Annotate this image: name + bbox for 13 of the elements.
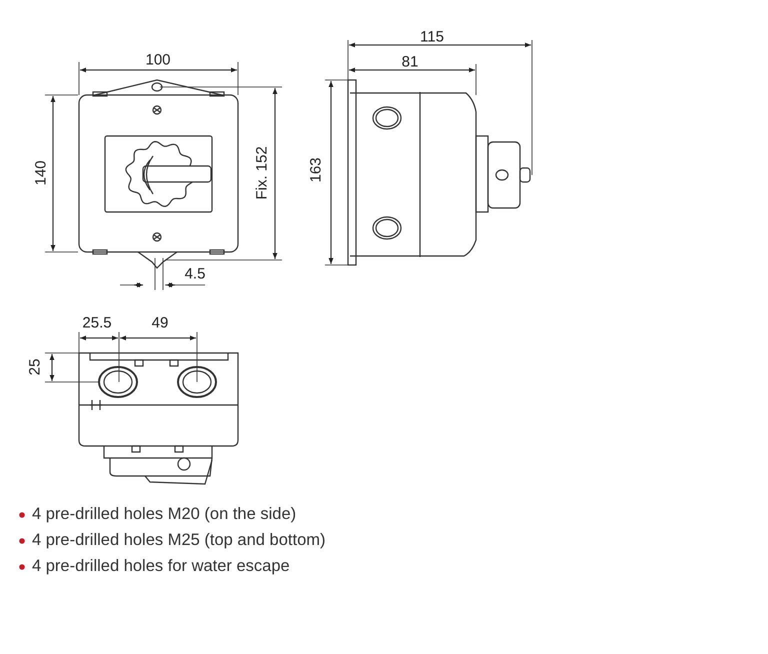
- dimension-label: 100: [145, 52, 171, 68]
- dimension-label: 81: [402, 54, 418, 70]
- dimension-label: 25.5: [82, 316, 112, 330]
- note-text: 4 pre-drilled holes M25 (top and bottom): [32, 532, 326, 548]
- dimension-label: Fix. 152: [254, 146, 270, 200]
- note-text: 4 pre-drilled holes for water escape: [32, 558, 290, 574]
- dimension-label: 4.5: [184, 266, 206, 282]
- note-text: 4 pre-drilled holes M20 (on the side): [32, 506, 296, 522]
- dimension-label: 115: [420, 30, 444, 44]
- dimension-label: 25: [28, 358, 42, 376]
- dimension-label: 140: [34, 160, 48, 186]
- dimension-label: 163: [308, 157, 324, 183]
- dimension-label: 49: [152, 316, 168, 330]
